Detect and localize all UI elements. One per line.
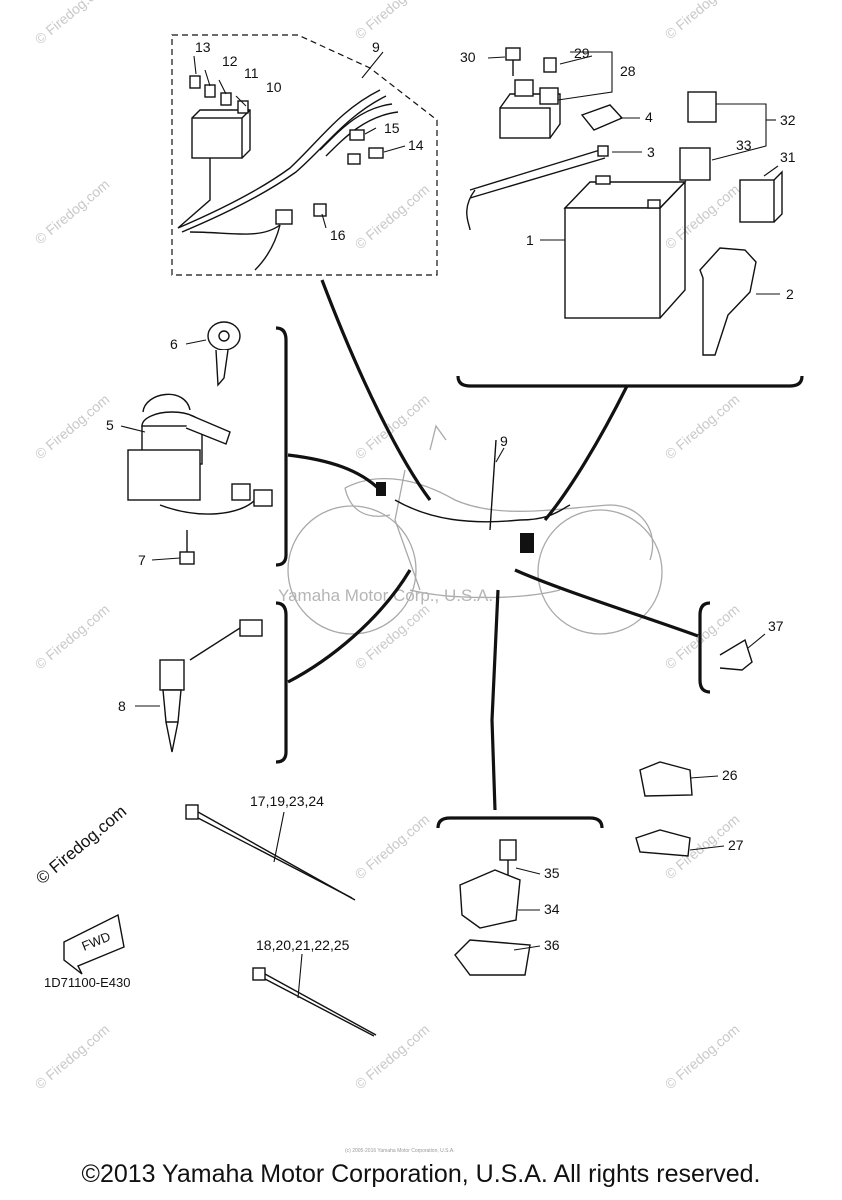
callout-36: 36 <box>544 937 560 953</box>
watermark: © Firedog.com <box>32 1021 113 1092</box>
callout-ties-b: 18,20,21,22,25 <box>256 937 350 953</box>
watermark: © Firedog.com <box>352 601 433 672</box>
watermark: © Firedog.com <box>352 181 433 252</box>
callout-27: 27 <box>728 837 744 853</box>
watermark: © Firedog.com <box>32 176 113 247</box>
neutral-switch <box>159 619 263 753</box>
callout-30: 30 <box>460 49 476 65</box>
callout-leaders <box>120 51 780 999</box>
watermark: © Firedog.com <box>32 802 130 888</box>
group-bracket <box>456 375 804 388</box>
watermark: © Firedog.com <box>352 1021 433 1092</box>
callout-ties-a: 17,19,23,24 <box>250 793 324 809</box>
clamps <box>635 761 693 857</box>
callout-26: 26 <box>722 767 738 783</box>
callout-10: 10 <box>266 79 282 95</box>
callout-35: 35 <box>544 865 560 881</box>
watermark: © Firedog.com <box>352 811 433 882</box>
callout-16: 16 <box>330 227 346 243</box>
cable-ties <box>185 804 377 1037</box>
watermark: © Firedog.com <box>662 391 743 462</box>
watermark: © Firedog.com <box>32 391 113 462</box>
watermark: © Firedog.com <box>662 1021 743 1092</box>
harness-inset <box>171 34 438 276</box>
callout-8: 8 <box>118 698 126 714</box>
callout-5: 5 <box>106 417 114 433</box>
watermark: © Firedog.com <box>352 0 433 42</box>
sensor-group <box>454 839 531 976</box>
callout-3: 3 <box>647 144 655 160</box>
callout-2: 2 <box>786 286 794 302</box>
watermark: © Firedog.com <box>32 601 113 672</box>
group-bracket <box>698 601 711 694</box>
group-bracket <box>275 601 288 764</box>
callout-34: 34 <box>544 901 560 917</box>
callout-15: 15 <box>384 120 400 136</box>
harness-leaders <box>287 279 699 811</box>
group-bracket <box>436 816 604 829</box>
callout-4: 4 <box>645 109 653 125</box>
watermark: © Firedog.com <box>662 0 743 42</box>
fine-print: (c) 2005-2016 Yamaha Motor Corporation, … <box>345 1148 455 1154</box>
watermark: © Firedog.com <box>352 391 433 462</box>
ignition-switch-group <box>127 321 273 565</box>
callout-9: 9 <box>372 39 380 55</box>
callout-28: 28 <box>620 63 636 79</box>
callout-11: 11 <box>244 65 259 81</box>
battery-group <box>466 47 783 356</box>
callout-1: 1 <box>526 232 534 248</box>
callout-32: 32 <box>780 112 796 128</box>
watermark: © Firedog.com <box>32 0 113 47</box>
callout-7: 7 <box>138 552 146 568</box>
callout-6: 6 <box>170 336 178 352</box>
callout-31: 31 <box>780 149 796 165</box>
center-watermark: Yamaha Motor Corp., U.S.A. <box>278 586 493 605</box>
clamp <box>719 638 753 671</box>
fwd-arrow: FWD <box>63 913 125 975</box>
copyright-footer: ©2013 Yamaha Motor Corporation, U.S.A. A… <box>81 1160 761 1188</box>
callout-33: 33 <box>736 137 752 153</box>
callouts: 9 13 12 11 10 15 14 16 30 29 28 4 3 1 2 … <box>106 39 796 953</box>
callout-13: 13 <box>195 39 211 55</box>
callout-14: 14 <box>408 137 424 153</box>
callout-37: 37 <box>768 618 784 634</box>
callout-29: 29 <box>574 45 590 61</box>
callout-9: 9 <box>500 433 508 449</box>
parts-diagram: © Firedog.com © Firedog.com © Firedog.co… <box>32 0 804 1154</box>
fuse-icons <box>189 75 249 114</box>
watermark-layer: © Firedog.com © Firedog.com © Firedog.co… <box>32 0 743 1092</box>
callout-12: 12 <box>222 53 238 69</box>
diagram-code: 1D71100-E430 <box>44 975 131 990</box>
group-bracket <box>275 326 288 567</box>
